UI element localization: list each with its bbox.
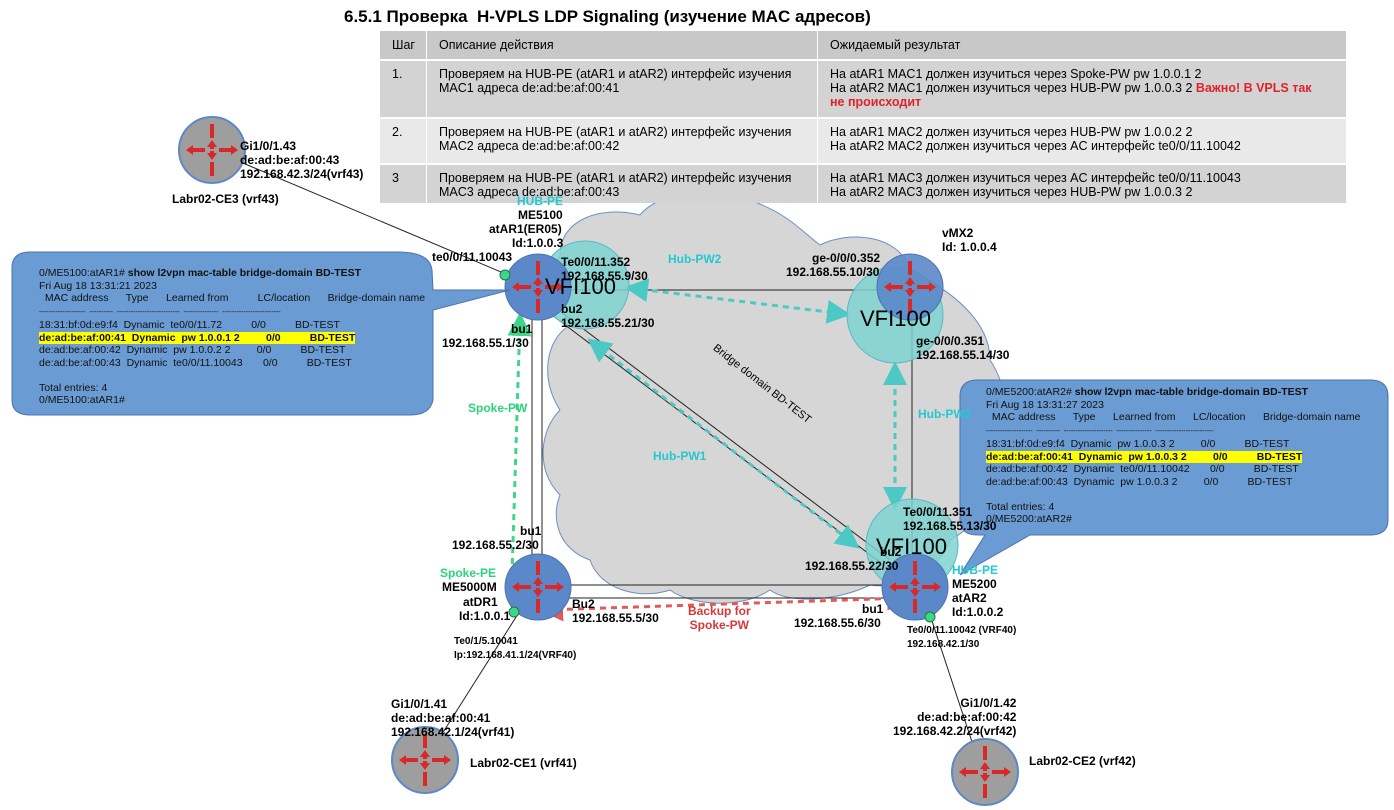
highlighted-mac-row: de:ad:be:af:00:41 Dynamic pw 1.0.0.3 2 0… xyxy=(986,450,1303,463)
atar1-id: Id:1.0.0.3 xyxy=(512,236,564,250)
spoke-pw-line xyxy=(507,312,532,576)
atar1-ac: te0/0/11.10043 xyxy=(432,250,513,264)
router-atar2[interactable] xyxy=(881,553,949,621)
ce2-labels: Gi1/0/1.42 de:ad:be:af:00:42 192.168.42.… xyxy=(893,696,1017,738)
atar2-bu2: bu2 xyxy=(880,545,902,559)
ac-port-dot-atdr1 xyxy=(508,606,520,618)
desc-cell: Проверяем на HUB-PE (atAR1 и atAR2) инте… xyxy=(426,163,818,203)
step-cell: 2. xyxy=(380,117,427,164)
step-cell: 1. xyxy=(380,59,427,118)
atdr1-bu2: Bu2 192.168.55.5/30 xyxy=(572,597,659,625)
atar1-name: atAR1(ER05) xyxy=(489,222,562,236)
atdr1-id: Id:1.0.0.1 xyxy=(459,609,511,623)
router-vmx2[interactable] xyxy=(876,253,944,321)
hub-pw1-line xyxy=(587,338,860,549)
page-title: 6.5.1 Проверка H-VPLS LDP Signaling (изу… xyxy=(344,7,871,26)
router-atar1[interactable] xyxy=(504,253,572,321)
highlighted-mac-row: de:ad:be:af:00:41 Dynamic pw 1.0.0.1 2 0… xyxy=(39,331,356,344)
atar1-te: Te0/0/11.352 192.168.55.9/30 xyxy=(561,255,648,283)
vmx2-ge1: ge-0/0/0.352 xyxy=(812,251,881,265)
atar2-vfi-label: VFI100 xyxy=(876,534,947,559)
atar1-bu1: bu1 xyxy=(511,322,533,336)
atar1-vfi-label: VFI100 xyxy=(545,274,616,299)
desc-cell: Проверяем на HUB-PE (atAR1 и atAR2) инте… xyxy=(426,117,818,164)
atdr1-bu1-ip: 192.168.55.2/30 xyxy=(452,538,539,552)
table-row: 1. Проверяем на HUB-PE (atAR1 и atAR2) и… xyxy=(380,59,1347,118)
atar1-bu1-ip: 192.168.55.1/30 xyxy=(442,336,529,350)
atdr1-bu1: bu1 xyxy=(520,524,542,538)
step-cell: 3 xyxy=(380,163,427,203)
atar2-model: ME5200 atAR2 Id:1.0.0.2 xyxy=(952,577,1004,619)
atdr1-model: ME5000M xyxy=(442,580,497,594)
table-row: 3 Проверяем на HUB-PE (atAR1 и atAR2) ин… xyxy=(380,163,1347,203)
backup-label: Backup for Spoke-PW xyxy=(688,604,751,632)
router-atdr1[interactable] xyxy=(504,553,572,621)
router-ce3[interactable] xyxy=(178,116,246,184)
backup-spoke-pw-line xyxy=(539,586,911,622)
ce3-name: Labr02-CE3 (vrf43) xyxy=(172,192,279,206)
atar2-role: HUB-PE xyxy=(952,563,999,577)
callout-atar2-bg xyxy=(959,379,1389,576)
atdr1-name: atDR1 xyxy=(463,595,498,609)
router-ce2[interactable] xyxy=(951,738,1019,806)
vmx2-ge1-ip: 192.168.55.10/30 xyxy=(786,265,880,279)
ce1-labels: Gi1/0/1.41 de:ad:be:af:00:41 192.168.42.… xyxy=(391,697,515,739)
atar2-te: Te0/0/11.351 192.168.55.13/30 xyxy=(903,505,997,533)
ce1-name: Labr02-CE1 (vrf41) xyxy=(470,756,577,770)
ce2-name: Labr02-CE2 (vrf42) xyxy=(1029,754,1136,768)
result-cell: На atAR1 MAC1 должен изучиться через Spo… xyxy=(817,59,1347,118)
atar2-bu2-ip: 192.168.55.22/30 xyxy=(805,559,899,573)
atdr1-ac: Te0/1/5.10041 Ip:192.168.41.1/24(VRF40) xyxy=(454,636,577,661)
table-row: 2. Проверяем на HUB-PE (atAR1 и atAR2) и… xyxy=(380,117,1347,164)
atar1-model: ME5100 xyxy=(518,208,563,222)
terminal-atar2: 0/ME5200:atAR2# show l2vpn mac-table bri… xyxy=(986,386,1361,525)
terminal-atar1: 0/ME5100:atAR1# show l2vpn mac-table bri… xyxy=(39,267,426,406)
ce3-labels: Gi1/0/1.43 de:ad:be:af:00:43 192.168.42.… xyxy=(240,139,364,181)
col-desc: Описание действия xyxy=(426,31,818,60)
ac-port-dot-atar2 xyxy=(924,611,936,623)
hub-pw2-right-label: Hub-PW2 xyxy=(918,407,972,421)
col-result: Ожидаемый результат xyxy=(817,31,1347,60)
atar2-ac: Te0/0/11.10042 (VRF40) 192.168.42.1/30 xyxy=(907,625,1017,650)
spoke-pw-label: Spoke-PW xyxy=(468,401,528,415)
router-ce1[interactable] xyxy=(391,726,459,794)
steps-table: Шаг Описание действия Ожидаемый результа… xyxy=(380,31,1347,203)
hub-pw1-label: Hub-PW1 xyxy=(653,449,707,463)
warning-text: Важно! В VPLS так xyxy=(1195,81,1312,95)
col-step: Шаг xyxy=(380,31,427,60)
atar1-bu2: bu2 192.168.55.21/30 xyxy=(561,302,655,330)
vmx2-name: vMX2 Id: 1.0.0.4 xyxy=(942,226,997,254)
vmx2-vfi-label: VFI100 xyxy=(860,306,931,331)
desc-cell: Проверяем на HUB-PE (atAR1 и atAR2) инте… xyxy=(426,59,818,118)
hub-pw2-top-line xyxy=(624,278,851,324)
atdr1-role: Spoke-PE xyxy=(440,566,497,580)
atar2-bu1: bu1 xyxy=(862,602,884,616)
result-cell: На atAR1 MAC3 должен изучиться через AC … xyxy=(817,163,1347,203)
atar1-role: HUB-PE xyxy=(517,194,564,208)
vmx2-ge2: ge-0/0/0.351 192.168.55.14/30 xyxy=(916,334,1010,362)
result-cell: На atAR1 MAC2 должен изучиться через HUB… xyxy=(817,117,1347,164)
hub-pw2-top-label: Hub-PW2 xyxy=(668,252,722,266)
ac-port-dot-atar1 xyxy=(499,269,511,281)
atar2-bu1-ip: 192.168.55.6/30 xyxy=(794,616,881,630)
